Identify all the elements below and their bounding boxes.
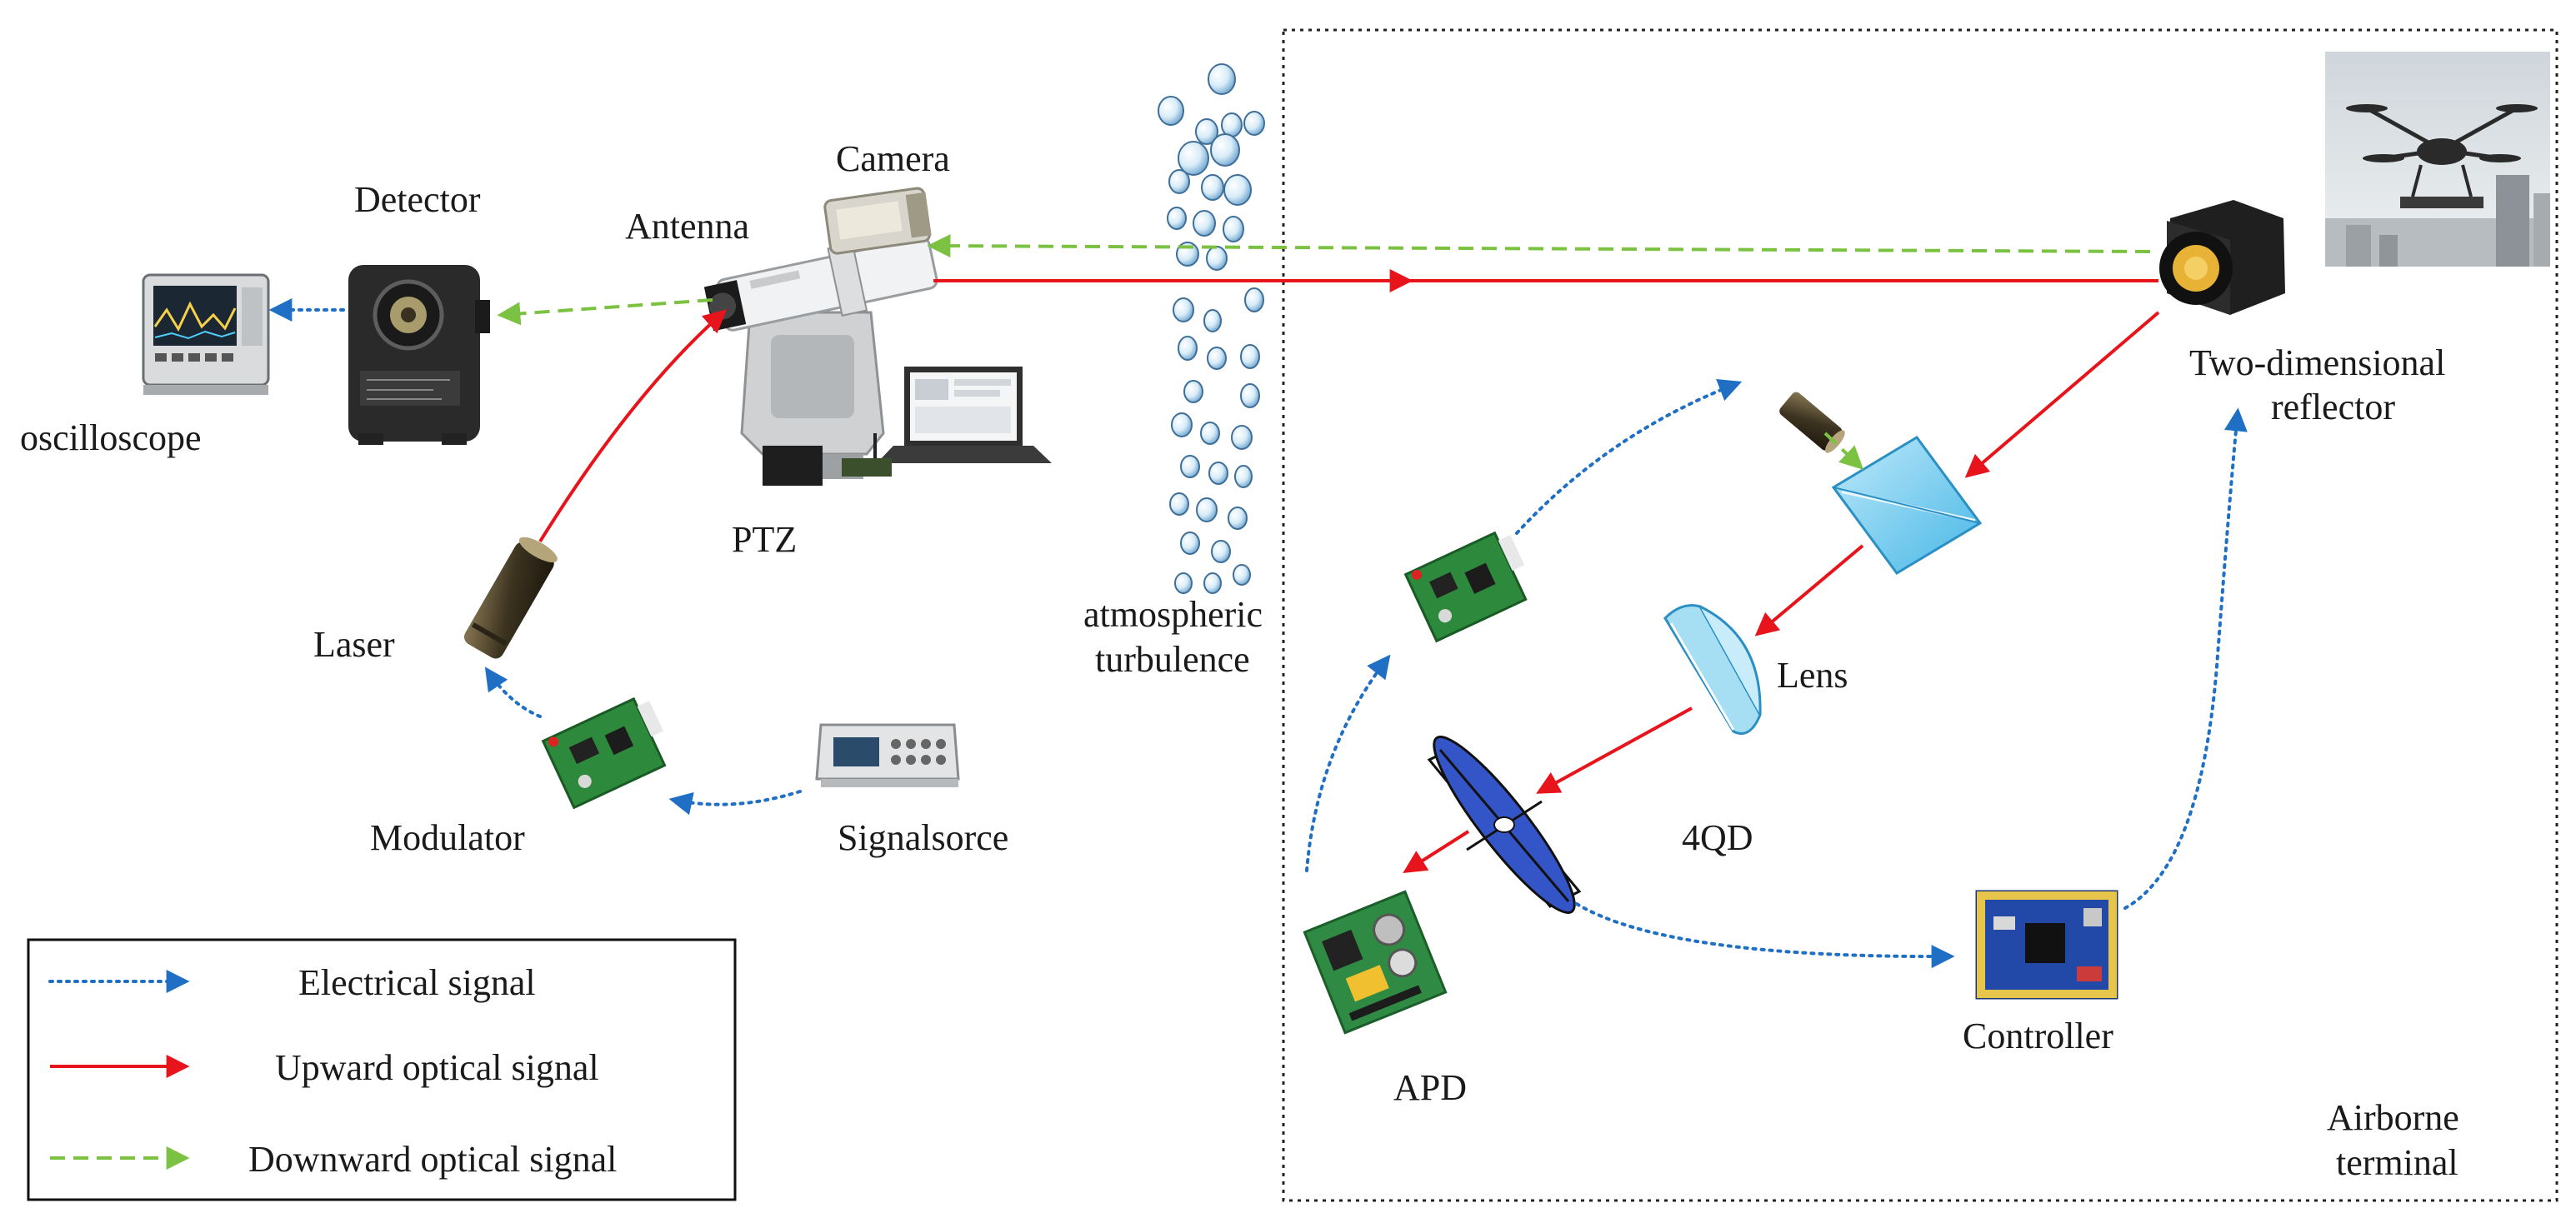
label-turbulence-line1: atmospheric (1083, 594, 1263, 635)
label-laser: Laser (313, 624, 395, 665)
label-detector: Detector (354, 179, 481, 220)
label-lens: Lens (1777, 655, 1848, 696)
airborne-terminal-frame (1282, 28, 2558, 1202)
label-4qd: 4QD (1682, 817, 1753, 858)
drone-photo (2325, 52, 2550, 267)
label-turbulence-line2: turbulence (1095, 639, 1250, 680)
label-terminal-line1: Airborne (2327, 1097, 2459, 1138)
detector-icon (348, 265, 490, 445)
downward-optical-paths (497, 234, 2151, 470)
two-dimensional-reflector-icon (2159, 200, 2285, 315)
electrical-signal-paths (268, 298, 2248, 969)
label-ptz: PTZ (732, 519, 797, 560)
signal-source-icon (815, 723, 960, 787)
label-modulator: Modulator (370, 817, 525, 858)
legend-label-upward: Upward optical signal (275, 1047, 599, 1088)
oscilloscope-icon (142, 273, 270, 395)
legend-item-downward: Downward optical signal (50, 1139, 617, 1180)
laser-icon (464, 537, 558, 659)
legend-label-electrical: Electrical signal (298, 962, 536, 1003)
four-quadrant-detector-icon (1427, 736, 1582, 914)
label-controller: Controller (1963, 1016, 2113, 1056)
label-camera: Camera (836, 138, 950, 179)
modulator-icon (541, 696, 667, 810)
label-terminal-line2: terminal (2336, 1142, 2458, 1183)
legend: Electrical signal Upward optical signal … (27, 938, 737, 1201)
controller-board-icon (1975, 890, 2118, 1000)
beam-splitter-prism-icon (1831, 436, 1983, 575)
label-oscilloscope: oscilloscope (20, 417, 202, 458)
driver-board-icon (1403, 531, 1528, 643)
label-reflector-line2: reflector (2271, 387, 2395, 427)
label-signal-source: Signalsorce (838, 817, 1008, 858)
atmospheric-turbulence-bubbles (1158, 63, 1265, 594)
legend-item-upward: Upward optical signal (50, 1047, 599, 1088)
label-antenna: Antenna (625, 206, 749, 247)
laptop-icon (877, 367, 1052, 463)
upward-optical-paths (538, 269, 2160, 874)
lens-icon (1663, 604, 1762, 735)
label-apd: APD (1393, 1067, 1467, 1108)
beacon-laser-icon (1779, 392, 1845, 453)
legend-item-electrical: Electrical signal (48, 962, 536, 1003)
small-device-icon (763, 433, 892, 486)
label-reflector-line1: Two-dimensional (2189, 342, 2445, 383)
legend-label-downward: Downward optical signal (248, 1139, 617, 1180)
apd-board-icon (1303, 890, 1448, 1035)
